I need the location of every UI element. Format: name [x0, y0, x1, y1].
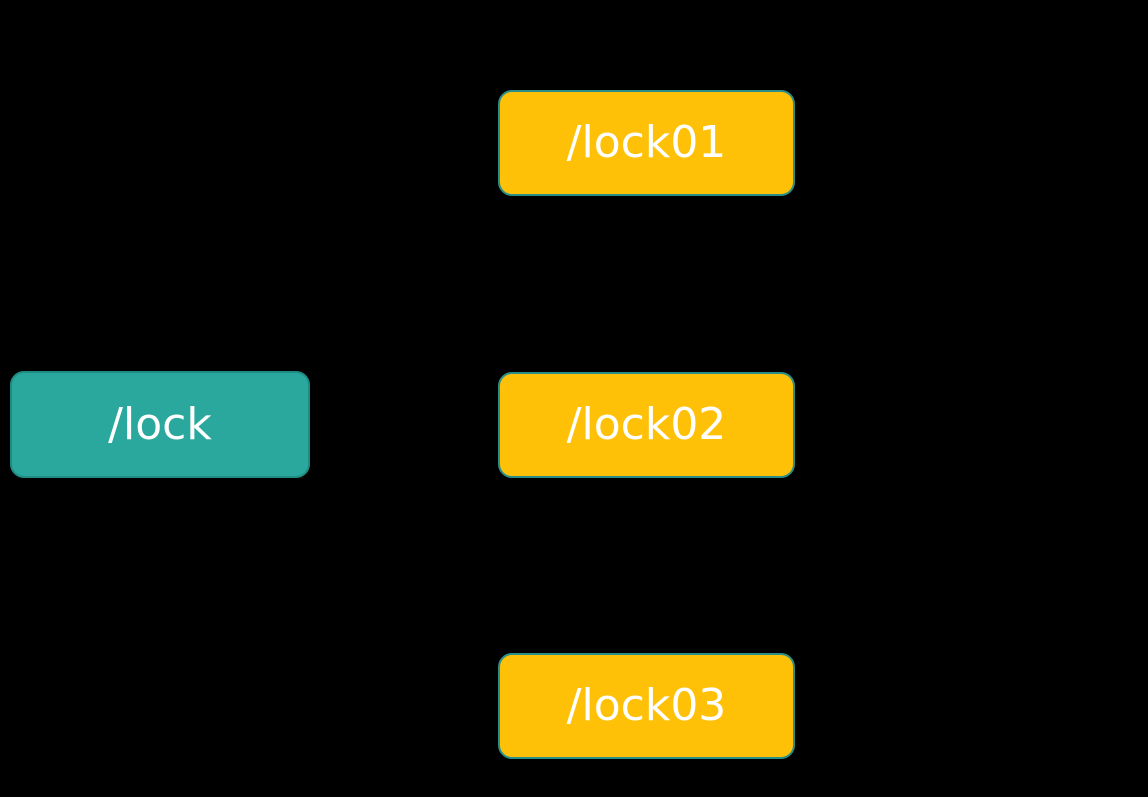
node-lock03[interactable]: /lock03 — [498, 653, 795, 759]
node-label-lock01: /lock01 — [566, 117, 727, 168]
node-label-lock02: /lock02 — [566, 399, 727, 450]
node-lock-root[interactable]: /lock — [10, 371, 310, 478]
node-label-lock03: /lock03 — [566, 680, 727, 731]
node-lock01[interactable]: /lock01 — [498, 90, 795, 196]
node-lock02[interactable]: /lock02 — [498, 372, 795, 478]
edge-root-lock03 — [310, 448, 494, 722]
edge-root-lock01 — [310, 127, 494, 402]
node-label-lock-root: /lock — [108, 398, 212, 450]
